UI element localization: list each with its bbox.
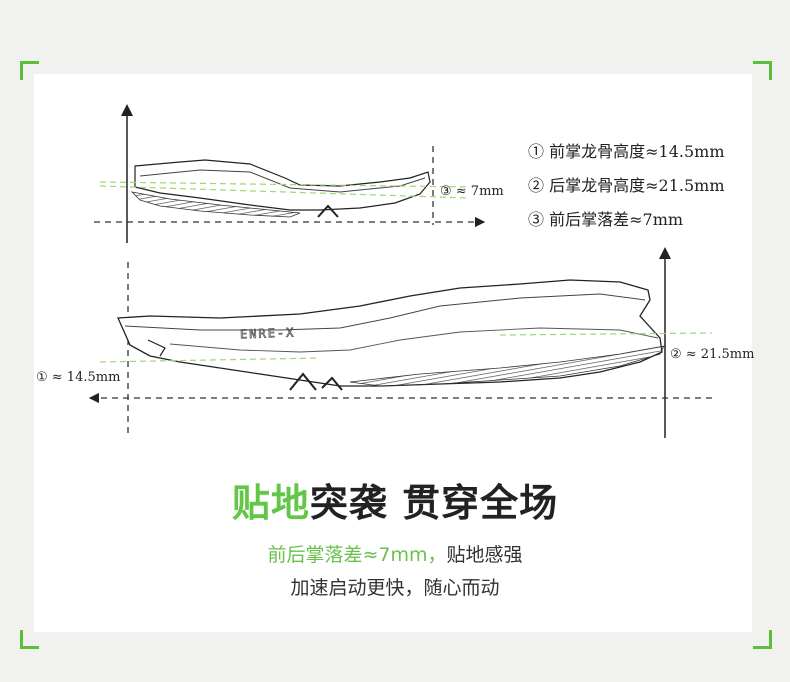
headline-highlight: 贴地 <box>231 481 310 525</box>
corner-bracket-top-left <box>20 61 39 80</box>
legend-item-drop: ③ 前后掌落差≈7mm <box>528 208 725 242</box>
top-sole-drawing <box>94 104 486 243</box>
legend-item-drop-marker: ③ <box>528 210 545 229</box>
bottom-forefoot-guide-line <box>99 357 321 363</box>
measurement-legend: ① 前掌龙骨高度≈14.5mm ② 后掌龙骨高度≈21.5mm ③ 前后掌落差≈… <box>528 140 725 242</box>
top-drop-callout: ③ ≈ 7mm <box>440 184 504 199</box>
top-forefoot-guide-line <box>99 181 471 188</box>
legend-item-forefoot-marker: ① <box>528 142 545 161</box>
legend-item-heel-text: 后掌龙骨高度≈21.5mm <box>549 176 725 195</box>
bottom-sole-drawing: ENRE-X <box>88 247 713 438</box>
bottom-heel-guide-line <box>499 332 713 336</box>
heel-height-callout: ② ≈ 21.5mm <box>670 347 754 362</box>
corner-bracket-top-right <box>753 61 772 80</box>
corner-bracket-bottom-right <box>753 630 772 649</box>
feature-description-line-1: 前后掌落差≈7mm，贴地感强 <box>0 540 790 567</box>
feature-headline: 贴地突袭 贯穿全场 <box>0 472 790 527</box>
legend-item-forefoot: ① 前掌龙骨高度≈14.5mm <box>528 140 725 174</box>
top-heel-guide-line <box>99 185 471 199</box>
sole-logo-text: ENRE-X <box>240 325 296 341</box>
legend-item-heel: ② 后掌龙骨高度≈21.5mm <box>528 174 725 208</box>
forefoot-height-callout: ① ≈ 14.5mm <box>36 370 120 385</box>
description-line-1-rest: 贴地感强 <box>446 544 523 566</box>
feature-description-line-2: 加速启动更快，随心而动 <box>290 577 500 599</box>
legend-item-forefoot-text: 前掌龙骨高度≈14.5mm <box>549 142 725 161</box>
description-highlight: 前后掌落差≈7mm， <box>267 544 447 566</box>
corner-bracket-bottom-left <box>20 630 39 649</box>
legend-item-heel-marker: ② <box>528 176 545 195</box>
legend-item-drop-text: 前后掌落差≈7mm <box>549 210 684 229</box>
headline-rest: 突袭 贯穿全场 <box>309 481 559 525</box>
